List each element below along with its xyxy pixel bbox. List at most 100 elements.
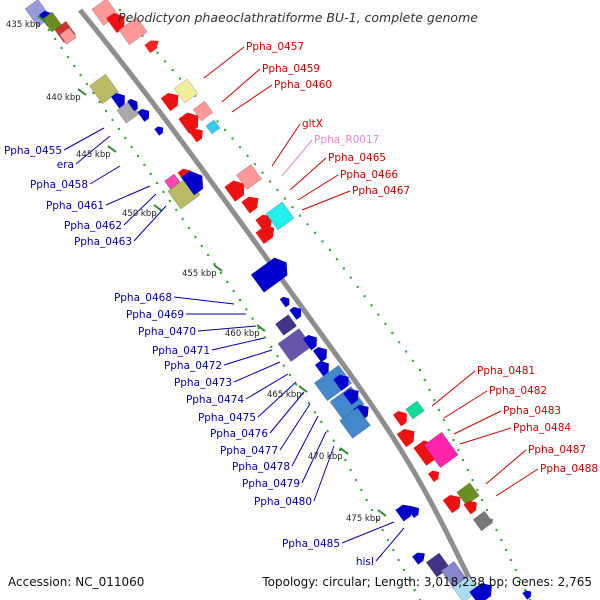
ring-dot xyxy=(47,28,50,32)
gene-label-ppha_0472: Ppha_0472 xyxy=(164,360,222,372)
ring-dot xyxy=(283,197,287,200)
ring-dot xyxy=(433,398,436,402)
label-leader xyxy=(291,415,319,467)
gene-arrow xyxy=(189,128,203,143)
gene-label-hisi: hisI xyxy=(356,556,374,568)
label-leader xyxy=(269,391,305,434)
gene-arrow-shape xyxy=(442,494,461,514)
topology-text: Topology: circular; Length: 3,018,238 bp… xyxy=(261,575,592,589)
gene-arrow-shape xyxy=(463,500,477,515)
gene-arrow-shape xyxy=(333,374,349,391)
ring-dot xyxy=(276,355,279,358)
gene-arrow xyxy=(127,98,138,112)
ring-dot xyxy=(370,304,373,307)
gene-label-ppha_0487: Ppha_0487 xyxy=(528,444,586,456)
ring-dot xyxy=(206,253,210,257)
kbp-tick xyxy=(256,324,266,332)
kbp-label: 440 kbp xyxy=(46,93,81,103)
ring-dot xyxy=(471,478,474,482)
ring-dot xyxy=(452,438,455,442)
label-leader xyxy=(211,337,265,351)
gene-arrow-shape xyxy=(250,257,288,293)
label-leader xyxy=(341,521,395,544)
ring-dot xyxy=(232,289,235,293)
ring-dot xyxy=(411,359,415,362)
kbp-tick xyxy=(213,264,223,272)
gene-block-shape xyxy=(274,314,298,336)
gene-block-shape xyxy=(265,201,295,231)
ring-dot xyxy=(377,313,380,316)
label-leader xyxy=(375,527,405,562)
gene-block xyxy=(313,364,353,402)
gene-arrow xyxy=(395,504,413,522)
label-leader xyxy=(459,427,512,445)
label-leader xyxy=(289,157,327,191)
kbp-label: 470 kbp xyxy=(308,452,343,462)
gene-arrow xyxy=(279,296,290,308)
ring-dot xyxy=(397,558,400,562)
gene-label-ppha_0459: Ppha_0459 xyxy=(262,63,320,75)
kbp-tick xyxy=(339,447,349,455)
gene-features xyxy=(24,0,532,600)
label-leader xyxy=(443,390,488,419)
ring-dot xyxy=(480,498,484,502)
gene-block xyxy=(59,27,77,45)
label-leader xyxy=(63,127,105,151)
gene-arrow xyxy=(408,506,420,518)
ring-dot xyxy=(178,77,182,80)
gene-arrow-shape xyxy=(428,470,440,482)
label-leader xyxy=(173,296,235,305)
gene-arrow-shape xyxy=(137,108,150,122)
ring-dot xyxy=(313,231,317,235)
gene-block-shape xyxy=(59,27,77,45)
gene-arrow-shape xyxy=(178,112,199,134)
ring-dot xyxy=(437,408,441,412)
gene-block xyxy=(173,78,199,104)
ring-dot xyxy=(326,430,329,433)
ring-dots xyxy=(34,8,532,600)
kbp-label: 455 kbp xyxy=(182,269,217,279)
gene-block-shape xyxy=(405,400,425,420)
ring-dot xyxy=(386,538,390,542)
gene-label-ppha_0479: Ppha_0479 xyxy=(242,478,300,490)
ring-dot xyxy=(168,199,172,203)
genome-backbone xyxy=(78,8,483,600)
ring-dot xyxy=(328,248,332,252)
gene-arrow xyxy=(522,590,532,600)
gene-block xyxy=(89,73,119,105)
label-leader xyxy=(495,468,539,497)
ring-dot xyxy=(162,190,165,194)
gene-label-ppha_0474: Ppha_0474 xyxy=(186,394,244,406)
ring-dot xyxy=(79,73,82,77)
gene-block xyxy=(405,400,425,420)
label-leader xyxy=(281,139,313,177)
ring-dot xyxy=(447,428,450,432)
gene-label-ppha_0467: Ppha_0467 xyxy=(352,185,410,197)
gene-arrow xyxy=(255,226,275,244)
ring-dot xyxy=(514,568,517,572)
gene-label-ppha_0466: Ppha_0466 xyxy=(340,169,398,181)
gene-label-ppha_0458: Ppha_0458 xyxy=(30,179,88,191)
gene-arrow xyxy=(442,494,461,514)
map-title: Pelodictyon phaeoclathratiforme BU-1, co… xyxy=(118,10,478,25)
kbp-label: 450 kbp xyxy=(122,209,157,219)
gene-arrow xyxy=(463,500,477,515)
gene-arrow xyxy=(178,112,199,134)
ring-dot xyxy=(384,322,387,326)
gene-arrow-shape xyxy=(343,388,359,405)
gene-arrow-shape xyxy=(522,590,532,600)
ring-dot xyxy=(298,214,302,217)
reverse-gene-labels: Ppha_0455eraPpha_0458Ppha_0461Ppha_0462P… xyxy=(4,145,374,568)
ring-dot xyxy=(253,163,257,166)
ring-dot xyxy=(246,154,249,157)
ring-dot xyxy=(130,145,133,149)
gene-arrow-shape xyxy=(313,346,327,363)
kbp-tick xyxy=(298,385,308,393)
gene-label-ppha_r0017: Ppha_R0017 xyxy=(314,134,379,146)
ring-dot xyxy=(404,350,408,353)
ring-dot xyxy=(370,508,374,512)
ring-dot xyxy=(155,181,159,185)
ring-dot xyxy=(117,127,121,131)
